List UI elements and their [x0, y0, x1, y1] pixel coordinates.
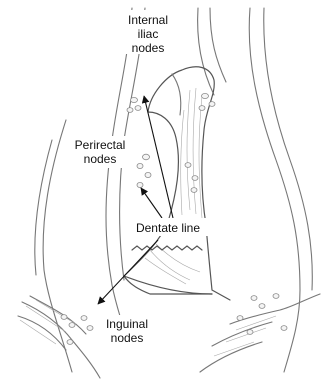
label-internal-iliac-line2: iliac [138, 27, 159, 41]
lymph-node [67, 340, 73, 345]
label-perirectal-line1: Perirectal [75, 138, 126, 152]
lymph-node [259, 304, 265, 309]
label-inguinal-line2: nodes [111, 331, 144, 345]
dentate-line [132, 246, 202, 250]
lymph-node [199, 106, 205, 111]
lymph-node [209, 102, 215, 107]
lymph-node [137, 163, 143, 168]
lymph-node [135, 106, 141, 111]
label-perirectal-line2: nodes [84, 152, 117, 166]
label-dentate-line-text: Dentate line [136, 221, 200, 235]
lymph-node [61, 315, 67, 320]
label-dentate-line: Dentate line [122, 218, 214, 236]
lymph-node [237, 316, 243, 321]
lymph-node [191, 188, 197, 193]
label-internal-iliac-line1: Internal [128, 13, 168, 27]
lymph-node [87, 326, 93, 331]
lymph-node [281, 326, 287, 331]
label-internal-iliac-nodes: Internal iliac nodes [124, 10, 174, 55]
lymph-node [202, 93, 209, 98]
lymph-node [69, 323, 75, 328]
lymph-node [273, 294, 279, 299]
arrow-to-perirectal [141, 188, 162, 218]
pelvic-vessels [35, 8, 313, 372]
lymph-node [127, 108, 133, 113]
label-internal-iliac-line3: nodes [132, 41, 165, 55]
pointer-arrows [98, 96, 173, 304]
lymph-node [145, 172, 151, 177]
lymph-node [81, 316, 87, 321]
perineal-structures [18, 294, 320, 378]
lymph-node [137, 182, 143, 187]
lymph-node [143, 154, 150, 160]
lymph-node [185, 163, 191, 168]
lymph-node [251, 296, 257, 301]
label-perirectal-nodes: Perirectal nodes [68, 136, 132, 168]
label-inguinal-line1: Inguinal [106, 317, 148, 331]
lymph-node [192, 176, 198, 181]
lymph-node [247, 330, 253, 335]
lymph-node [131, 97, 138, 102]
label-inguinal-nodes: Inguinal nodes [98, 315, 156, 347]
